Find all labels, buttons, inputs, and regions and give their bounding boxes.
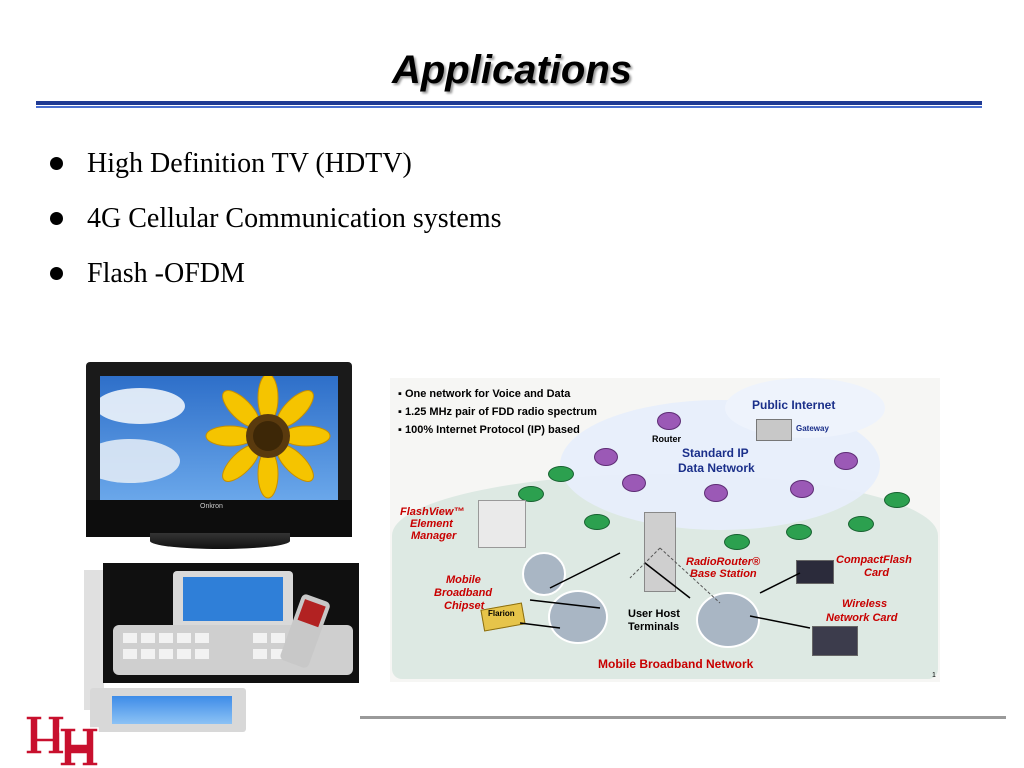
wireless-label: Wireless (842, 598, 888, 610)
network-node-icon (724, 534, 750, 550)
title-divider (36, 101, 982, 105)
element-label: Element (410, 518, 453, 530)
wireless-card-icon (812, 626, 858, 656)
broadband-label: Broadband (434, 587, 493, 599)
base-station-label: Base Station (690, 568, 757, 580)
element-manager-screen (478, 500, 526, 548)
internet-cloud (725, 378, 885, 438)
device-bottom-screen (112, 696, 232, 724)
network-links (519, 547, 811, 629)
network-node-icon (786, 524, 812, 540)
title-divider-accent (36, 106, 982, 108)
gateway-icon (756, 419, 792, 441)
data-network-label: Data Network (678, 461, 755, 475)
compactflash-label: CompactFlash (836, 554, 912, 566)
bullet-dot-icon (50, 157, 63, 170)
chipset-label: Chipset (444, 600, 485, 612)
feature-item: ▪ One network for Voice and Data (398, 388, 571, 400)
router-icon (704, 484, 728, 502)
bullet-text: 4G Cellular Communication systems (87, 202, 502, 234)
user-terminal-icon (522, 552, 566, 596)
network-node-icon (884, 492, 910, 508)
card-label: Card (864, 567, 890, 579)
feature-item: ▪ 1.25 MHz pair of FDD radio spectrum (398, 406, 597, 418)
router-label: Router (652, 434, 681, 444)
hdtv-bezel (86, 500, 352, 537)
gateway-label: Gateway (796, 424, 829, 433)
flarion-label: Flarion (488, 609, 515, 618)
network-node-icon (848, 516, 874, 532)
hdtv-screen (100, 376, 338, 500)
bullet-text: High Definition TV (HDTV) (87, 147, 412, 179)
router-icon (790, 480, 814, 498)
mobile-devices-image (103, 563, 359, 683)
router-icon (657, 412, 681, 430)
bullet-dot-icon (50, 212, 63, 225)
router-icon (834, 452, 858, 470)
mobile-label: Mobile (446, 574, 481, 586)
user-terminal-icon (548, 590, 608, 644)
uh-logo-icon (25, 715, 99, 767)
flashview-label: FlashView™ (400, 506, 465, 518)
network-node-icon (518, 486, 544, 502)
diagram-page-number: 1 (932, 672, 936, 679)
bullet-item: High Definition TV (HDTV) (50, 136, 502, 191)
slide-title: Applications (391, 48, 633, 92)
network-node-icon (584, 514, 610, 530)
device-image-edge (84, 570, 104, 710)
device-keyboard-icon (113, 571, 353, 675)
network-card-label: Network Card (826, 612, 898, 624)
hdtv-brand: Onkron (200, 503, 223, 510)
router-icon (622, 474, 646, 492)
hdtv-stand (150, 533, 290, 549)
public-internet-label: Public Internet (752, 398, 836, 412)
radiorouter-label: RadioRouter® (686, 556, 761, 568)
feature-item: ▪ 100% Internet Protocol (IP) based (398, 424, 580, 436)
bullet-item: Flash -OFDM (50, 246, 502, 301)
base-station-icon (644, 512, 676, 592)
manager-label: Manager (411, 530, 457, 542)
compactflash-card-icon (796, 560, 834, 584)
router-icon (594, 448, 618, 466)
network-footer-label: Mobile Broadband Network (598, 657, 754, 671)
standard-ip-label: Standard IP (682, 446, 749, 460)
network-node-icon (548, 466, 574, 482)
bullet-item: 4G Cellular Communication systems (50, 191, 502, 246)
footer-divider (360, 716, 1006, 719)
user-host-label: User Host (628, 608, 680, 620)
terminals-label: Terminals (628, 621, 680, 633)
bullet-text: Flash -OFDM (87, 257, 245, 289)
sunflower-icon (100, 376, 331, 499)
user-terminal-icon (696, 592, 760, 648)
bullet-dot-icon (50, 267, 63, 280)
bullet-list: High Definition TV (HDTV) 4G Cellular Co… (50, 136, 502, 301)
